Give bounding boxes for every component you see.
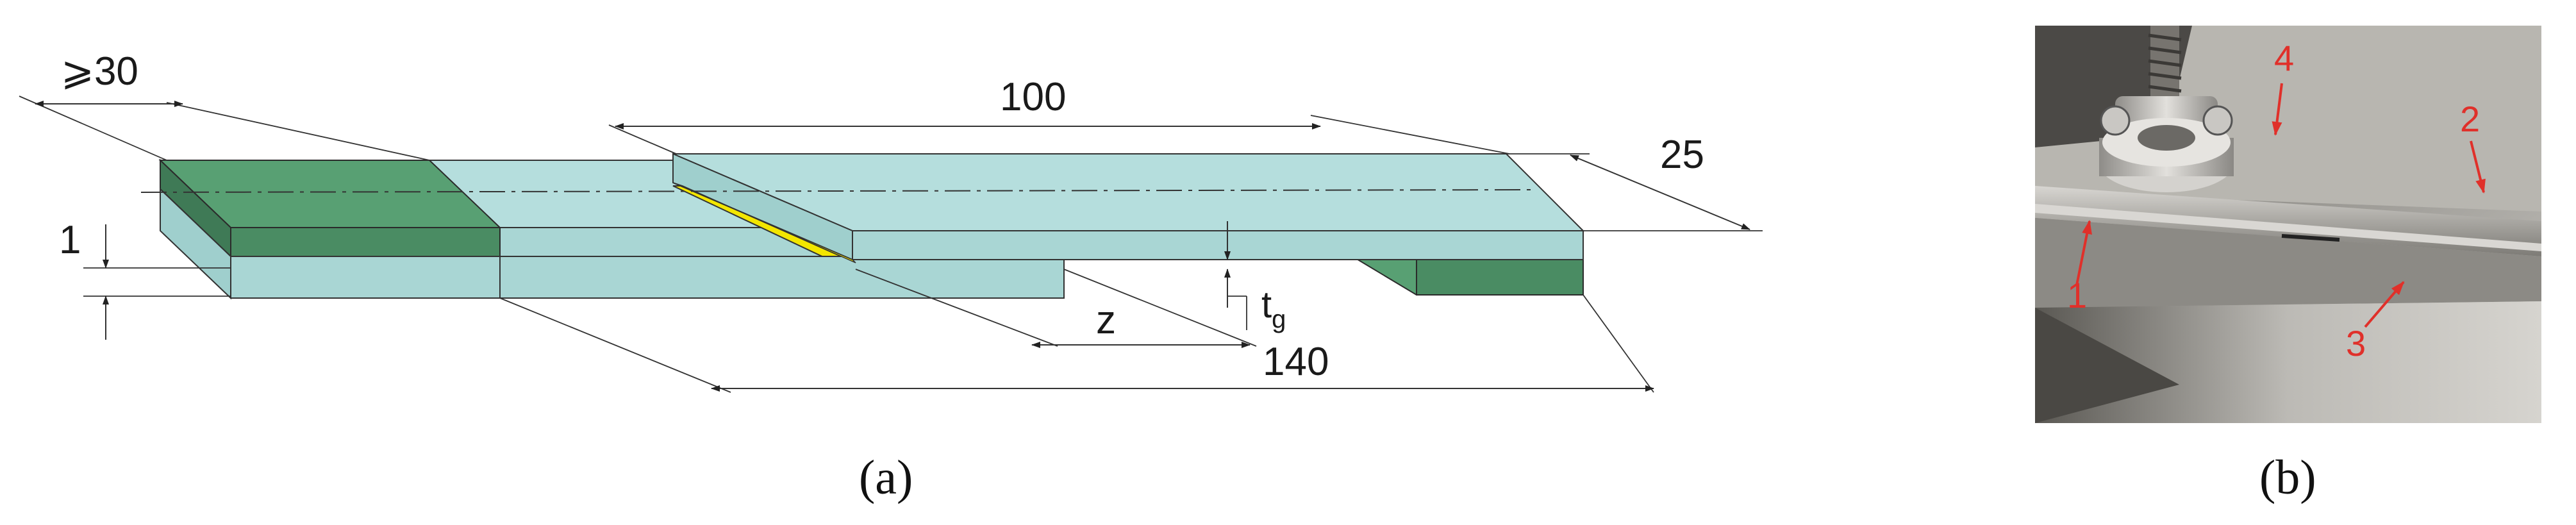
caption-b: (b): [2259, 451, 2316, 504]
right-tab: [1350, 256, 1584, 296]
dim-width: 25: [1506, 133, 1763, 231]
dim-total-length-label: 140: [1263, 340, 1329, 384]
left-tab: [158, 158, 502, 258]
dim-thickness-label: 1: [59, 218, 81, 262]
lower-adherend-front: [160, 187, 1065, 300]
panel-a-drawing: ⩾30 100 25 1: [19, 49, 1763, 393]
dim-upper-length: 100: [608, 75, 1510, 154]
photo-label-4: 4: [2274, 38, 2294, 78]
dim-upper-length-label: 100: [1000, 75, 1066, 119]
centre-line: [140, 189, 1533, 193]
caption-a: (a): [859, 451, 913, 504]
dim-gap: z: [855, 269, 1257, 348]
dim-overlap-min: ⩾30: [19, 49, 430, 161]
photo-label-1: 1: [2067, 275, 2087, 315]
dim-glue-thickness-subscript: g: [1272, 305, 1286, 333]
photo-label-2: 2: [2460, 99, 2480, 139]
dim-glue-thickness-label: t: [1261, 284, 1272, 326]
dim-gap-label: z: [1096, 298, 1116, 342]
svg-text:tg: tg: [1261, 284, 1286, 333]
photo-label-3: 3: [2346, 323, 2366, 363]
dim-glue-thickness: tg: [1224, 221, 1286, 333]
panel-b-photo: 1 2 3 4: [2035, 26, 2541, 423]
upper-adherend: [672, 153, 1585, 263]
dim-overlap-min-label: ⩾30: [61, 49, 138, 94]
dim-total-length: 140: [499, 294, 1654, 393]
dim-thickness: 1: [59, 218, 231, 340]
dim-width-label: 25: [1660, 133, 1704, 177]
